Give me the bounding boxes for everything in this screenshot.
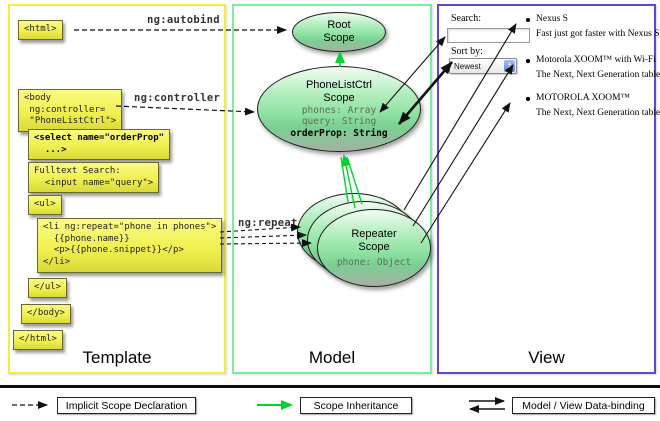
ng-repeat-label: ng:repeat: [238, 217, 298, 229]
bullet-icon: [526, 18, 530, 22]
phonelistctrl-scope-ellipse: PhoneListCtrl Scope phones: Array query:…: [257, 66, 421, 152]
legend-divider: [0, 385, 660, 388]
list-item: Motorola XOOM™ with Wi-Fi The Next, Next…: [520, 55, 660, 80]
root-scope-title: Root Scope: [323, 18, 355, 44]
body-open-tag-box: <body ng:controller= "PhoneListCtrl">: [18, 89, 123, 133]
prop-orderprop: orderProp: String: [290, 127, 388, 139]
ng-autobind-label: ng:autobind: [147, 14, 220, 26]
li-ngrepeat-box: <li ng:repeat="phone in phones"> {{phone…: [37, 218, 223, 273]
sort-dropdown[interactable]: Newest ▴▾: [449, 58, 517, 74]
phone-desc: The Next, Next Generation tablet.: [536, 70, 660, 80]
view-panel-label: View: [528, 348, 565, 367]
repeater-scope-ellipse-front: Repeater Scope phone: Object: [317, 209, 431, 287]
phonelistctrl-scope-title: PhoneListCtrl Scope: [305, 78, 373, 104]
phone-title: Motorola XOOM™ with Wi-Fi: [536, 55, 656, 65]
list-item: MOTOROLA XOOM™ The Next, Next Generation…: [520, 93, 660, 118]
search-input[interactable]: [447, 28, 530, 43]
phone-title: Nexus S: [536, 14, 568, 24]
body-close-tag-box: </body>: [21, 304, 71, 324]
model-panel: Model: [232, 4, 432, 374]
prop-phones: phones: Array: [301, 105, 377, 117]
model-panel-label: Model: [308, 348, 356, 367]
bullet-icon: [526, 59, 530, 63]
phone-desc: Fast just got faster with Nexus S.: [536, 29, 660, 39]
sort-dropdown-value: Newest: [454, 61, 481, 71]
prop-query: query: String: [301, 116, 377, 128]
html-open-tag-box: <html>: [18, 20, 63, 40]
ng-controller-label: ng:controller: [134, 92, 221, 104]
ul-open-tag-box: <ul>: [28, 195, 62, 215]
prop-phone: phone: Object: [336, 256, 412, 268]
search-label: Search:: [451, 13, 481, 24]
legend-scope-inheritance: Scope Inheritance: [300, 397, 412, 414]
phone-desc: The Next, Next Generation tablet.: [536, 108, 660, 118]
legend-implicit-scope: Implicit Scope Declaration: [57, 397, 196, 414]
list-item: Nexus S Fast just got faster with Nexus …: [520, 14, 660, 39]
fulltext-search-box: Fulltext Search: <input name="query">: [28, 162, 160, 194]
legend-double-arrow-icon: [469, 397, 505, 413]
dropdown-stepper-icon: ▴▾: [504, 60, 515, 72]
root-scope-ellipse: Root Scope: [292, 12, 386, 52]
legend-databinding: Model / View Data-binding: [512, 397, 655, 414]
html-close-tag-box: </html>: [13, 330, 63, 350]
phone-title: MOTOROLA XOOM™: [536, 93, 630, 103]
repeater-scope-title: Repeater Scope: [351, 227, 397, 253]
template-panel-label: Template: [82, 348, 152, 367]
sort-by-label: Sort by:: [451, 46, 483, 57]
ul-close-tag-box: </ul>: [28, 278, 68, 298]
bullet-icon: [526, 97, 530, 101]
select-orderprop-box: <select name="orderProp" ...>: [28, 129, 171, 161]
